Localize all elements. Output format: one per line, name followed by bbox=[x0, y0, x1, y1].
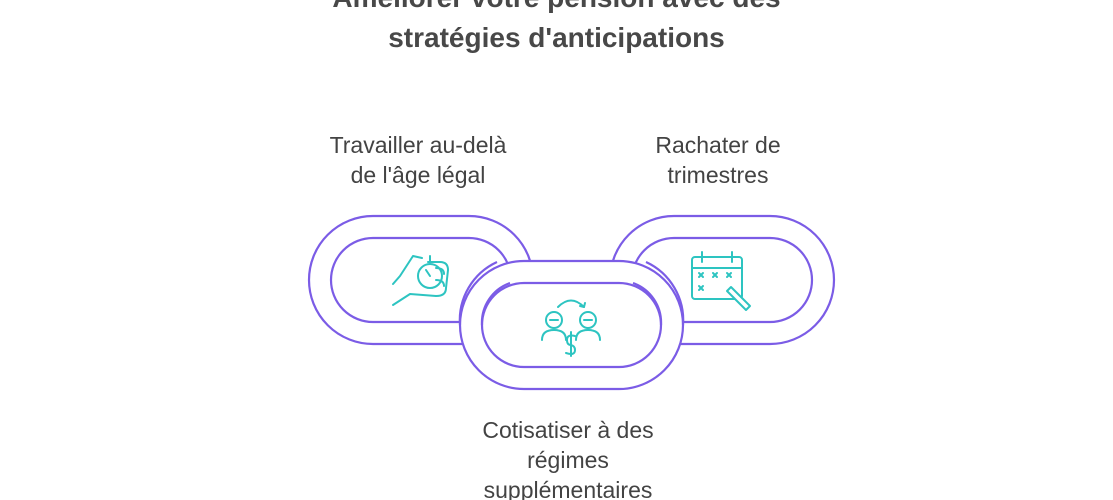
label-buy-quarters: Rachater de trimestres bbox=[655, 132, 781, 188]
title-line-2: stratégies d'anticipations bbox=[388, 22, 725, 53]
chain-link-contrib bbox=[458, 259, 685, 391]
people-exchange-dollar-icon bbox=[541, 299, 601, 357]
hand-stopwatch-icon bbox=[392, 255, 449, 306]
label-supplementary-schemes: Cotisatiser à des régimes supplémentaire… bbox=[482, 417, 654, 500]
diagram-title: Améliorer votre pension avec des stratég… bbox=[0, 0, 1113, 58]
calendar-pen-icon bbox=[691, 251, 751, 311]
label-work-beyond-age: Travailler au-delà de l'âge légal bbox=[329, 132, 507, 188]
title-line-1: Améliorer votre pension avec des bbox=[0, 0, 1113, 18]
